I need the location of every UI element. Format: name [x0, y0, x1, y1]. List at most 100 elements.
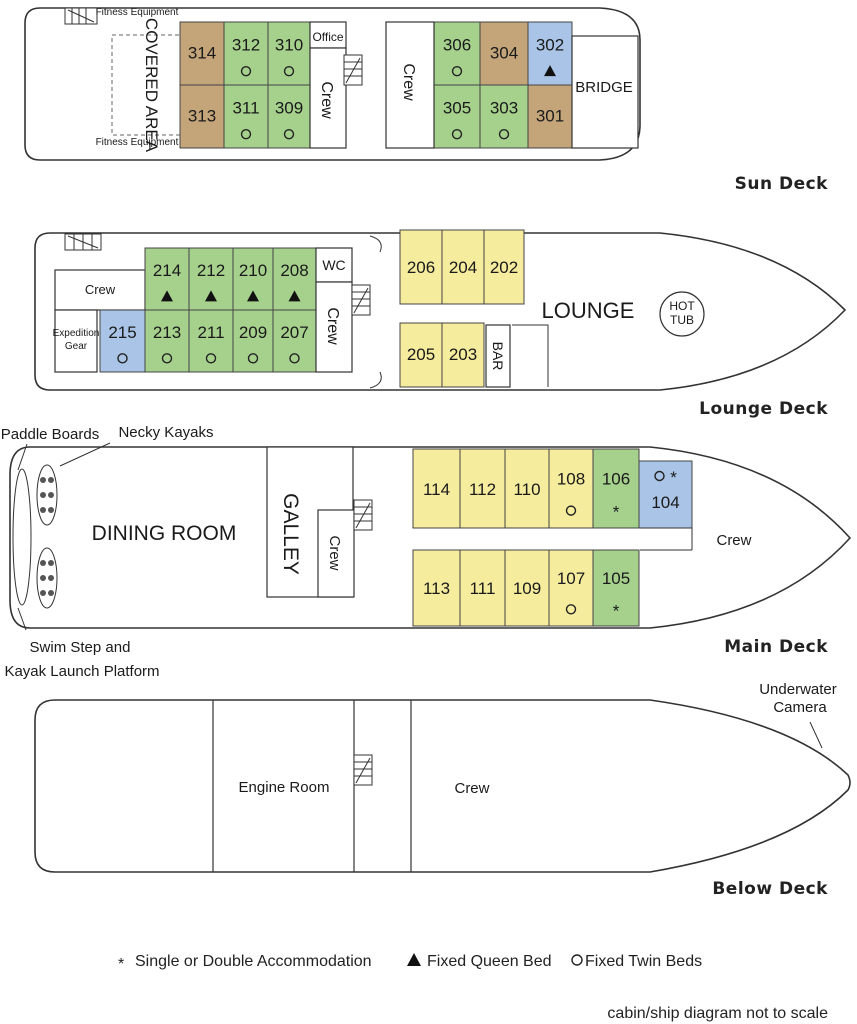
cabin-106[interactable]: 106 *: [592, 448, 640, 529]
cabin-fill: [441, 229, 485, 305]
cabin-112[interactable]: 112: [459, 448, 506, 529]
cabin-107[interactable]: 107: [548, 549, 594, 627]
cabin-105[interactable]: 105*: [592, 549, 640, 627]
cabin-304[interactable]: 304: [479, 21, 529, 86]
cabin-number: 313: [188, 107, 216, 126]
cabin-203[interactable]: 203: [441, 322, 485, 388]
cabin-312[interactable]: 312: [223, 21, 269, 86]
cabin-number: 113: [423, 579, 450, 598]
cabin-306[interactable]: 306: [433, 21, 481, 86]
cabin-number: 204: [449, 258, 477, 277]
cabin-number: 111: [470, 579, 496, 598]
cabin-fill: [99, 309, 146, 373]
cabin-104[interactable]: 104*: [638, 460, 693, 529]
cabin-208[interactable]: 208: [272, 247, 317, 311]
cabin-114[interactable]: 114: [412, 448, 461, 529]
cabin-209[interactable]: 209: [232, 309, 274, 373]
cabin-310[interactable]: 310: [267, 21, 311, 86]
cabin-301[interactable]: 301: [527, 84, 573, 149]
cabin-number: 210: [239, 261, 267, 280]
circle-icon: [247, 353, 259, 364]
circle-icon: [240, 65, 252, 77]
cabin-305[interactable]: 305: [433, 84, 481, 149]
stairs-icon: [351, 284, 371, 316]
hot-tub: [659, 291, 705, 337]
cabin-number: 312: [232, 35, 260, 54]
crew-label-lounge-2: Crew: [324, 307, 341, 345]
triangle-icon: [544, 65, 556, 77]
cabin-214[interactable]: 214: [144, 247, 190, 311]
main-deck: Paddle Boards Necky Kayaks Swim Step and…: [1, 424, 852, 680]
cabin-210[interactable]: 210: [232, 247, 274, 311]
main-deck-title: Main Deck: [724, 637, 828, 657]
cabin-207[interactable]: 207: [272, 309, 317, 373]
cabin-309[interactable]: 309: [267, 84, 311, 149]
cabin-fill: [433, 84, 481, 149]
cabin-213[interactable]: 213: [144, 309, 190, 373]
bridge-room: [571, 35, 639, 149]
crew-label-lounge: Crew: [85, 282, 116, 297]
cabin-314[interactable]: 314: [179, 21, 225, 86]
star-icon: *: [613, 503, 620, 522]
circle-icon: [565, 604, 577, 615]
kayak-rack: [12, 464, 58, 609]
cabin-205[interactable]: 205: [399, 322, 443, 388]
expedition-gear-room: [54, 309, 98, 373]
cabin-fill: [504, 549, 550, 627]
fitness-equipment-bottom-label: Fitness Equipment: [96, 137, 179, 148]
swim-step-label-1: Swim Step and: [30, 639, 131, 656]
cabin-number: 306: [443, 35, 471, 54]
circle-icon: [240, 128, 252, 140]
cabin-fill: [592, 448, 640, 529]
bar-label: BAR: [490, 342, 506, 371]
sun-deck-title: Sun Deck: [735, 174, 829, 194]
below-deck: Engine Room Crew Underwater Camera Below…: [34, 681, 851, 899]
cabin-fill: [412, 448, 461, 529]
cabin-202[interactable]: 202: [483, 229, 525, 305]
stairs-icon: [353, 499, 373, 531]
underwater-camera-label-1: Underwater: [759, 681, 837, 698]
cabin-212[interactable]: 212: [188, 247, 234, 311]
cabin-215[interactable]: 215: [99, 309, 146, 373]
cabin-fill: [527, 84, 573, 149]
cabin-302[interactable]: 302: [527, 21, 573, 86]
cabin-111[interactable]: 111: [459, 549, 506, 627]
cabin-204[interactable]: 204: [441, 229, 485, 305]
circle-icon: [498, 128, 510, 140]
cabin-fill: [504, 448, 550, 529]
stairs-icon: [353, 754, 373, 786]
swim-step-label-2: Kayak Launch Platform: [4, 663, 159, 680]
cabin-number: 106: [602, 470, 630, 489]
bridge-label: BRIDGE: [575, 79, 633, 96]
triangle-icon: [247, 290, 259, 302]
cabin-108[interactable]: 108: [548, 448, 594, 529]
below-deck-hull: [34, 699, 851, 873]
crew-room-main: [317, 509, 355, 598]
paddle-boards-label: Paddle Boards: [1, 426, 99, 443]
cabin-303[interactable]: 303: [479, 84, 529, 149]
triangle-icon: [161, 290, 173, 302]
cabin-number: 104: [651, 493, 679, 512]
stairs-icon: [343, 54, 363, 86]
fitness-equipment-top-label: Fitness Equipment: [96, 7, 179, 18]
legend-single-double: Single or Double Accommodation: [135, 953, 372, 970]
engine-room-label: Engine Room: [239, 779, 330, 796]
necky-kayaks-label: Necky Kayaks: [118, 424, 213, 441]
cabin-number: 309: [275, 98, 303, 117]
cabin-110[interactable]: 110: [504, 448, 550, 529]
cabin-311[interactable]: 311: [223, 84, 269, 149]
cabin-109[interactable]: 109: [504, 549, 550, 627]
cabin-number: 310: [275, 35, 303, 54]
crew-label-main: Crew: [326, 535, 343, 570]
circle-icon: [451, 65, 463, 77]
cabin-211[interactable]: 211: [188, 309, 234, 373]
triangle-icon: [407, 953, 421, 966]
underwater-camera-label-2: Camera: [773, 699, 827, 716]
cabin-number: 301: [536, 107, 564, 126]
cabin-313[interactable]: 313: [179, 84, 225, 149]
cabin-113[interactable]: 113: [412, 549, 461, 627]
cabin-fill: [638, 460, 693, 529]
cabin-206[interactable]: 206: [399, 229, 443, 305]
cabin-number: 208: [280, 261, 308, 280]
